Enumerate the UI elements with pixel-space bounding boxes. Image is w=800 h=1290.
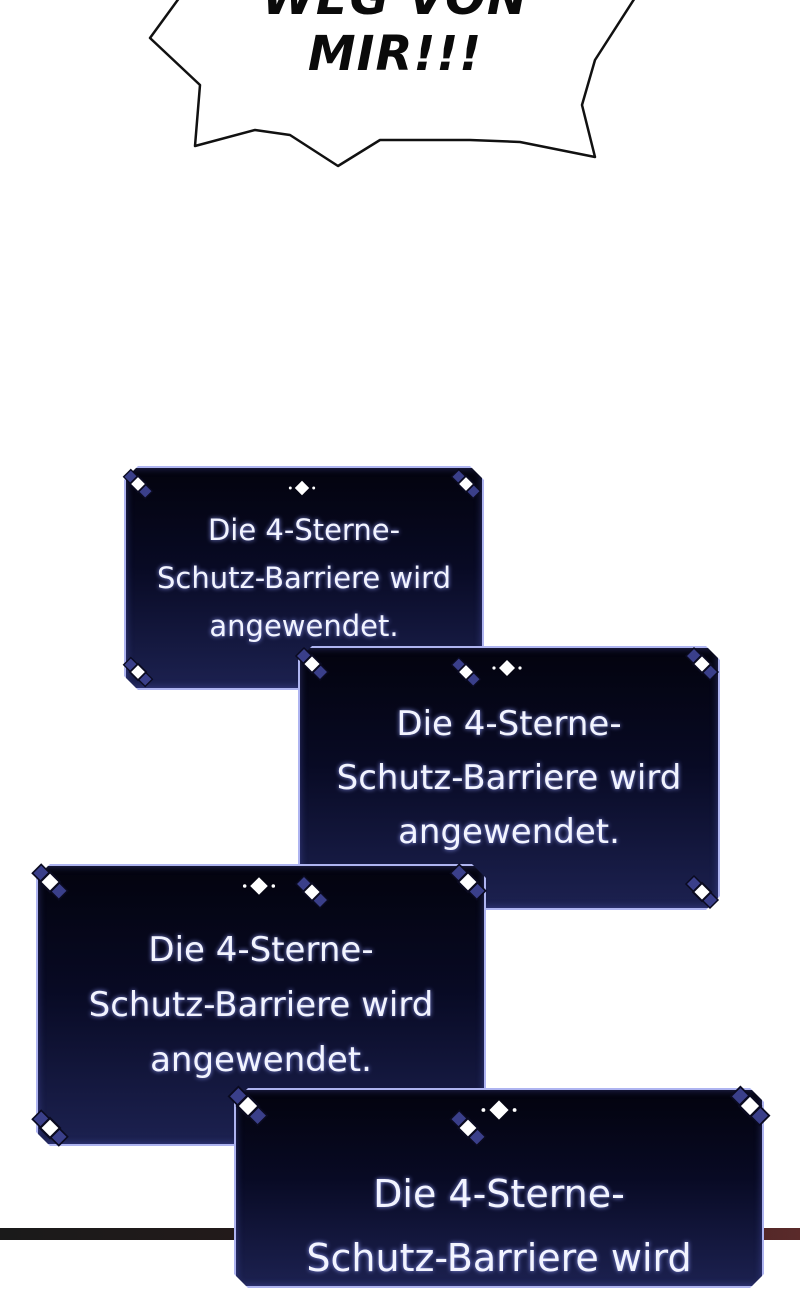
panel-line-2: Schutz-Barriere wird — [306, 1236, 692, 1280]
panel-line-1: Die 4-Sterne- — [396, 704, 622, 744]
speech-line-1: WEG VON — [230, 0, 560, 26]
panel-line-1: Die 4-Sterne- — [148, 929, 374, 970]
panel-line-3: angewendet. — [150, 1039, 372, 1080]
panel-line-3: angewendet. — [398, 812, 620, 852]
system-message-panel: Die 4-Sterne- Schutz-Barriere wird angew… — [298, 646, 720, 910]
speech-bubble-text: WEG VON MIR!!! — [230, 0, 560, 82]
speech-line-2: MIR!!! — [307, 26, 483, 82]
panel-line-3: angewendet. — [209, 609, 399, 643]
panel-line-1: Die 4-Sterne- — [207, 513, 401, 547]
panel-line-2: Schutz-Barriere wird — [157, 561, 451, 595]
panel-line-2: Schutz-Barriere wird — [336, 758, 682, 798]
panel-line-1: Die 4-Sterne- — [373, 1172, 625, 1216]
speech-bubble — [148, 0, 636, 168]
system-message-panel: Die 4-Sterne- Schutz-Barriere wird — [234, 1088, 764, 1288]
panel-line-2: Schutz-Barriere wird — [88, 984, 434, 1025]
